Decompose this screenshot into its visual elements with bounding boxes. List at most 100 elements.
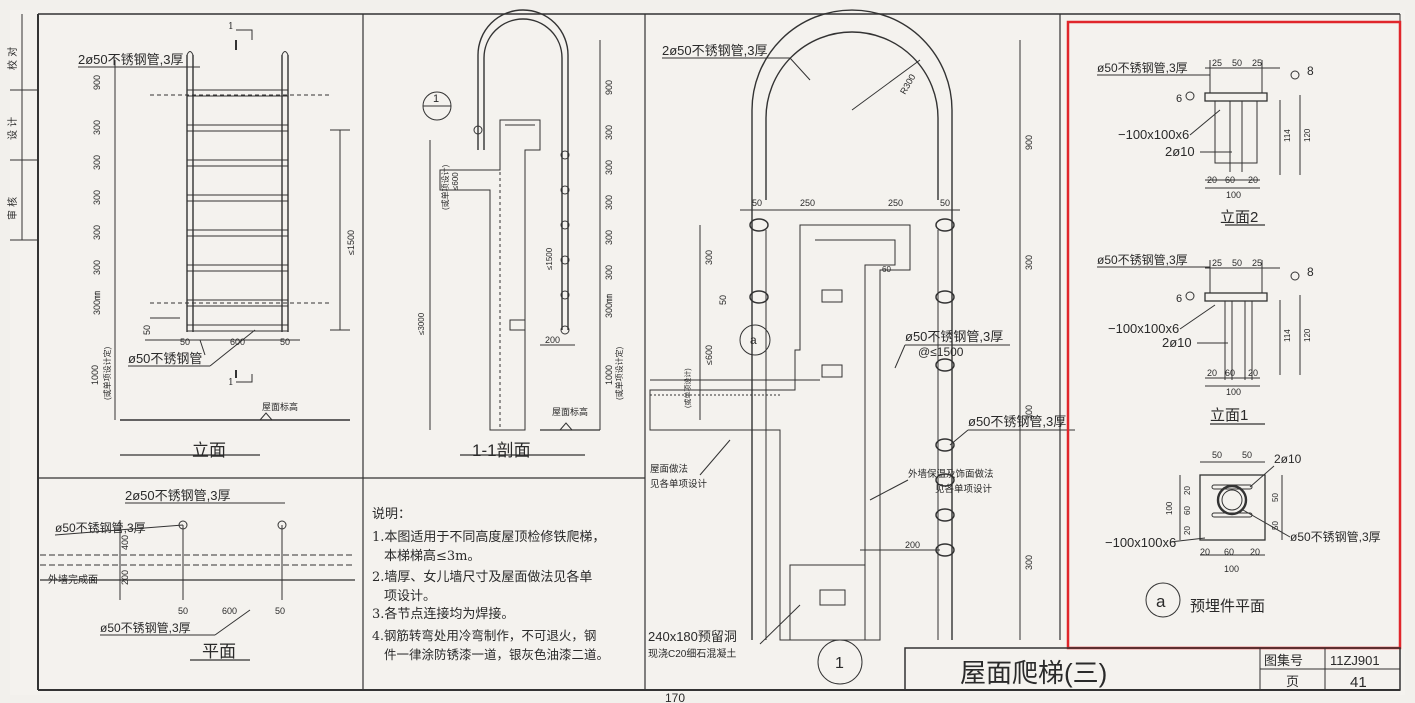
detail1-wall-note-2: 见各单项设计	[935, 483, 993, 495]
elev2-dim-20b: 20	[1248, 175, 1258, 185]
elev1-dim-25b: 25	[1252, 258, 1262, 268]
embed-plate: −100x100x6	[1105, 535, 1176, 550]
sec-dim-300mm: 300㎜	[604, 294, 614, 318]
embed-dim-left-20b: 20	[1183, 526, 1192, 535]
elev-dim-50: 50	[142, 325, 152, 335]
sec-dim-300-1: 300	[604, 125, 614, 140]
embed-dim-left-60: 60	[1183, 506, 1192, 515]
elev2-dim-25a: 25	[1212, 58, 1222, 68]
plan-dim-600: 600	[222, 606, 237, 616]
notes-heading: 说明：	[372, 507, 411, 522]
elev2-plate: −100x100x6	[1118, 127, 1189, 142]
detail1-dim-50a: 50	[752, 198, 762, 208]
elev2-bar: 2ø10	[1165, 144, 1195, 159]
detail1-rung-label-1: ø50不锈钢管,3厚	[905, 329, 1003, 344]
elev2-tube: ø50不锈钢管,3厚	[1097, 60, 1188, 75]
stamp-col3: 审 核	[6, 197, 19, 220]
elev1-dim-114: 114	[1283, 329, 1292, 342]
detail1-dim-250a: 250	[800, 198, 815, 208]
elev1-dim-50: 50	[1232, 258, 1242, 268]
sec-dim-300-3: 300	[604, 195, 614, 210]
sec-dim-1500: ≤1500	[545, 247, 554, 270]
embed-bar: 2ø10	[1274, 452, 1302, 466]
sec-dim-300-5: 300	[604, 265, 614, 280]
section-title: 1-1剖面	[472, 441, 531, 460]
elev1-title: 立面1	[1210, 407, 1248, 424]
page-label: 页	[1286, 674, 1299, 689]
elev2-weld-6: 6	[1176, 93, 1182, 105]
elev-rung-label: ø50不锈钢管	[128, 351, 202, 366]
detail1-roof-note-2: 见各单项设计	[650, 478, 708, 490]
stamp-col1: 校 对	[6, 47, 19, 70]
page-number: 170	[665, 691, 685, 703]
detail1-roof-note-1: 屋面做法	[650, 463, 688, 475]
sec-roof-level: 屋面标高	[552, 406, 588, 417]
embed-dim-bottom-20a: 20	[1200, 547, 1210, 557]
embed-dim-right-50a: 50	[1271, 493, 1280, 502]
elev2-title: 立面2	[1220, 209, 1258, 226]
sec-wall-note: (或单项设计)	[440, 164, 450, 210]
detail1-dim-200: 200	[905, 540, 920, 550]
elevation-view	[114, 29, 350, 456]
elev1-plate: −100x100x6	[1108, 321, 1179, 336]
elev2-dim-100: 100	[1226, 190, 1241, 200]
elev2-dim-114: 114	[1283, 129, 1292, 142]
elev-section-mark-bottom: 1	[228, 378, 234, 388]
sec-dim-3000: ≤3000	[417, 312, 426, 335]
elev-dim-note: (或单项设计定)	[102, 346, 112, 400]
detail1-callout-a: a	[750, 333, 757, 347]
elev1-dim-20b: 20	[1248, 368, 1258, 378]
sec-dim-900: 900	[604, 80, 614, 95]
section-callout: 1	[433, 93, 439, 105]
embed-title: 预埋件平面	[1190, 598, 1265, 615]
elev-dim-900: 900	[92, 75, 102, 90]
embed-dim-left-100: 100	[1165, 501, 1174, 515]
elev1-dim-60: 60	[1225, 368, 1235, 378]
elevation-title: 立面	[192, 441, 226, 460]
embed-plan-view	[1145, 461, 1283, 618]
plan-tube-top: 2ø50不锈钢管,3厚	[125, 488, 230, 503]
detail1-hole-2: 现浇C20细石混凝土	[648, 647, 736, 660]
detail1-dim-60: 60	[882, 265, 891, 274]
elev-dim-bottom-600: 600	[230, 337, 245, 347]
sec-dim-note: (或单项设计定)	[614, 346, 624, 400]
notes-item-1: 1.本图适用于不同高度屋顶检修铁爬梯，	[372, 529, 605, 545]
stamp-col2: 设 计	[6, 117, 19, 140]
notes-item-4: 4.钢筋转弯处用冷弯制作，不可退火，钢	[372, 628, 596, 643]
elev2-dim-50: 50	[1232, 58, 1242, 68]
elev2-dim-25b: 25	[1252, 58, 1262, 68]
elev1-weld-8: 8	[1307, 265, 1314, 279]
notes-item-2: 2.墙厚、女儿墙尺寸及屋面做法见各单	[372, 569, 592, 585]
plan-dim-200: 200	[120, 570, 130, 585]
atlas-label: 图集号	[1264, 653, 1303, 668]
embed-dim-total: 100	[1224, 564, 1239, 574]
embed-dim-bottom-60: 60	[1224, 547, 1234, 557]
elev-dim-bottom-50a: 50	[180, 337, 190, 347]
elev-dim-300-3: 300	[92, 190, 102, 205]
atlas-value: 11ZJ901	[1330, 653, 1380, 668]
section-11-view	[422, 9, 601, 456]
sec-dim-1000: 1000	[604, 365, 614, 385]
title-block	[904, 647, 1401, 691]
embed-callout: a	[1156, 592, 1166, 611]
notes-item-4b: 件一律涂防锈漆一道，银灰色油漆二道。	[384, 647, 609, 662]
detail1-callout: 1	[835, 655, 844, 672]
notes-item-2b: 项设计。	[384, 589, 436, 604]
elev2-dim-60: 60	[1225, 175, 1235, 185]
elev2-dim-120: 120	[1303, 128, 1312, 142]
detail1-dim-left-600: ≤600	[704, 345, 714, 365]
elev1-dim-100: 100	[1226, 387, 1241, 397]
sec-dim-300-2: 300	[604, 160, 614, 175]
detail-1-view	[649, 9, 1021, 685]
detail1-dim-300a: 300	[1024, 255, 1034, 270]
plan-tube-left: ø50不锈钢管,3厚	[55, 520, 146, 535]
page-value: 41	[1350, 674, 1367, 691]
elev-dim-1000: 1000	[90, 365, 100, 385]
elev2-view	[1185, 60, 1301, 226]
detail1-wall-note-1: 外墙保温及饰面做法	[908, 468, 994, 480]
detail1-dim-300b: 300	[1024, 405, 1034, 420]
elev-tube-label: 2ø50不锈钢管,3厚	[78, 52, 183, 67]
detail1-rung-label-3: ø50不锈钢管,3厚	[968, 414, 1066, 429]
